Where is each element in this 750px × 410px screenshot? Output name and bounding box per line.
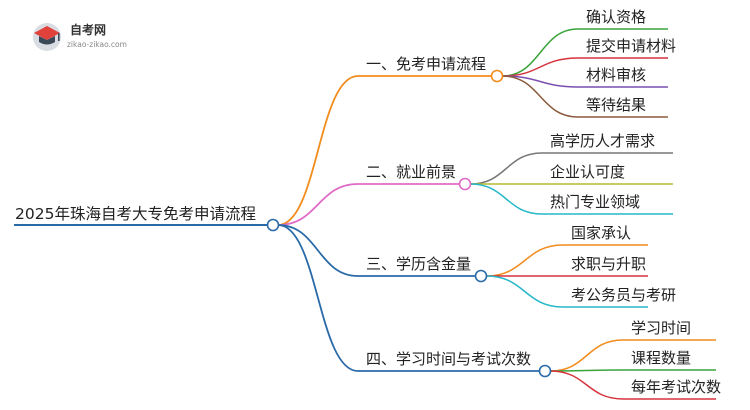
graduation-cap-icon	[33, 23, 61, 51]
branch-connector-dot-4	[538, 364, 552, 378]
branch-connector-dot-1	[490, 69, 504, 83]
leaf-label-1-1: 确认资格	[586, 8, 646, 26]
leaf-label-1-3: 材料审核	[586, 66, 646, 84]
leaf-label-1-2: 提交申请材料	[586, 37, 676, 55]
branch-connector-dot-2	[458, 177, 472, 191]
leaf-label-3-3: 考公务员与考研	[571, 286, 676, 304]
leaf-connector-1-1	[502, 28, 579, 77]
leaf-label-2-2: 企业认可度	[550, 163, 625, 181]
leaf-label-4-2: 课程数量	[631, 349, 691, 367]
leaf-label-3-2: 求职与升职	[571, 255, 646, 273]
root-connector	[266, 218, 280, 232]
leaf-connector-3-1	[486, 244, 564, 277]
branch-connector-4	[277, 224, 359, 372]
leaf-label-1-4: 等待结果	[586, 96, 646, 114]
logo-title: 自考网	[70, 22, 106, 37]
leaf-connector-2-1	[470, 152, 543, 185]
branch-label-4: 四、学习时间与考试次数	[366, 350, 531, 368]
leaf-label-2-3: 热门专业领域	[550, 193, 640, 211]
branch-connector-2	[277, 183, 359, 226]
branch-connector-3	[277, 224, 359, 277]
branch-label-3: 三、学历含金量	[366, 255, 471, 273]
leaf-connector-1-3	[502, 75, 579, 88]
root-node: 2025年珠海自考大专免考申请流程	[14, 205, 280, 232]
branch-label-1: 一、免考申请流程	[366, 55, 486, 73]
leaf-label-4-3: 每年考试次数	[631, 378, 721, 396]
logo-url: zikao-zikao.com	[67, 40, 127, 49]
branch-links	[277, 28, 716, 400]
leaf-label-3-1: 国家承认	[571, 224, 631, 242]
branch-connector-dot-3	[474, 269, 488, 283]
leaf-connector-2-3	[470, 183, 543, 215]
site-logo: 自考网 zikao-zikao.com	[33, 22, 127, 51]
leaf-label-2-1: 高学历人才需求	[550, 132, 655, 150]
leaf-connector-4-3	[550, 370, 624, 400]
branch-connector-1	[277, 75, 359, 226]
branch-label-2: 二、就业前景	[366, 163, 456, 181]
leaf-connector-1-4	[502, 75, 579, 118]
leaf-label-4-1: 学习时间	[631, 319, 691, 337]
root-label: 2025年珠海自考大专免考申请流程	[15, 205, 256, 223]
leaf-connector-4-1	[550, 339, 624, 372]
leaf-connector-1-2	[502, 57, 579, 77]
leaf-connector-3-3	[486, 275, 564, 308]
